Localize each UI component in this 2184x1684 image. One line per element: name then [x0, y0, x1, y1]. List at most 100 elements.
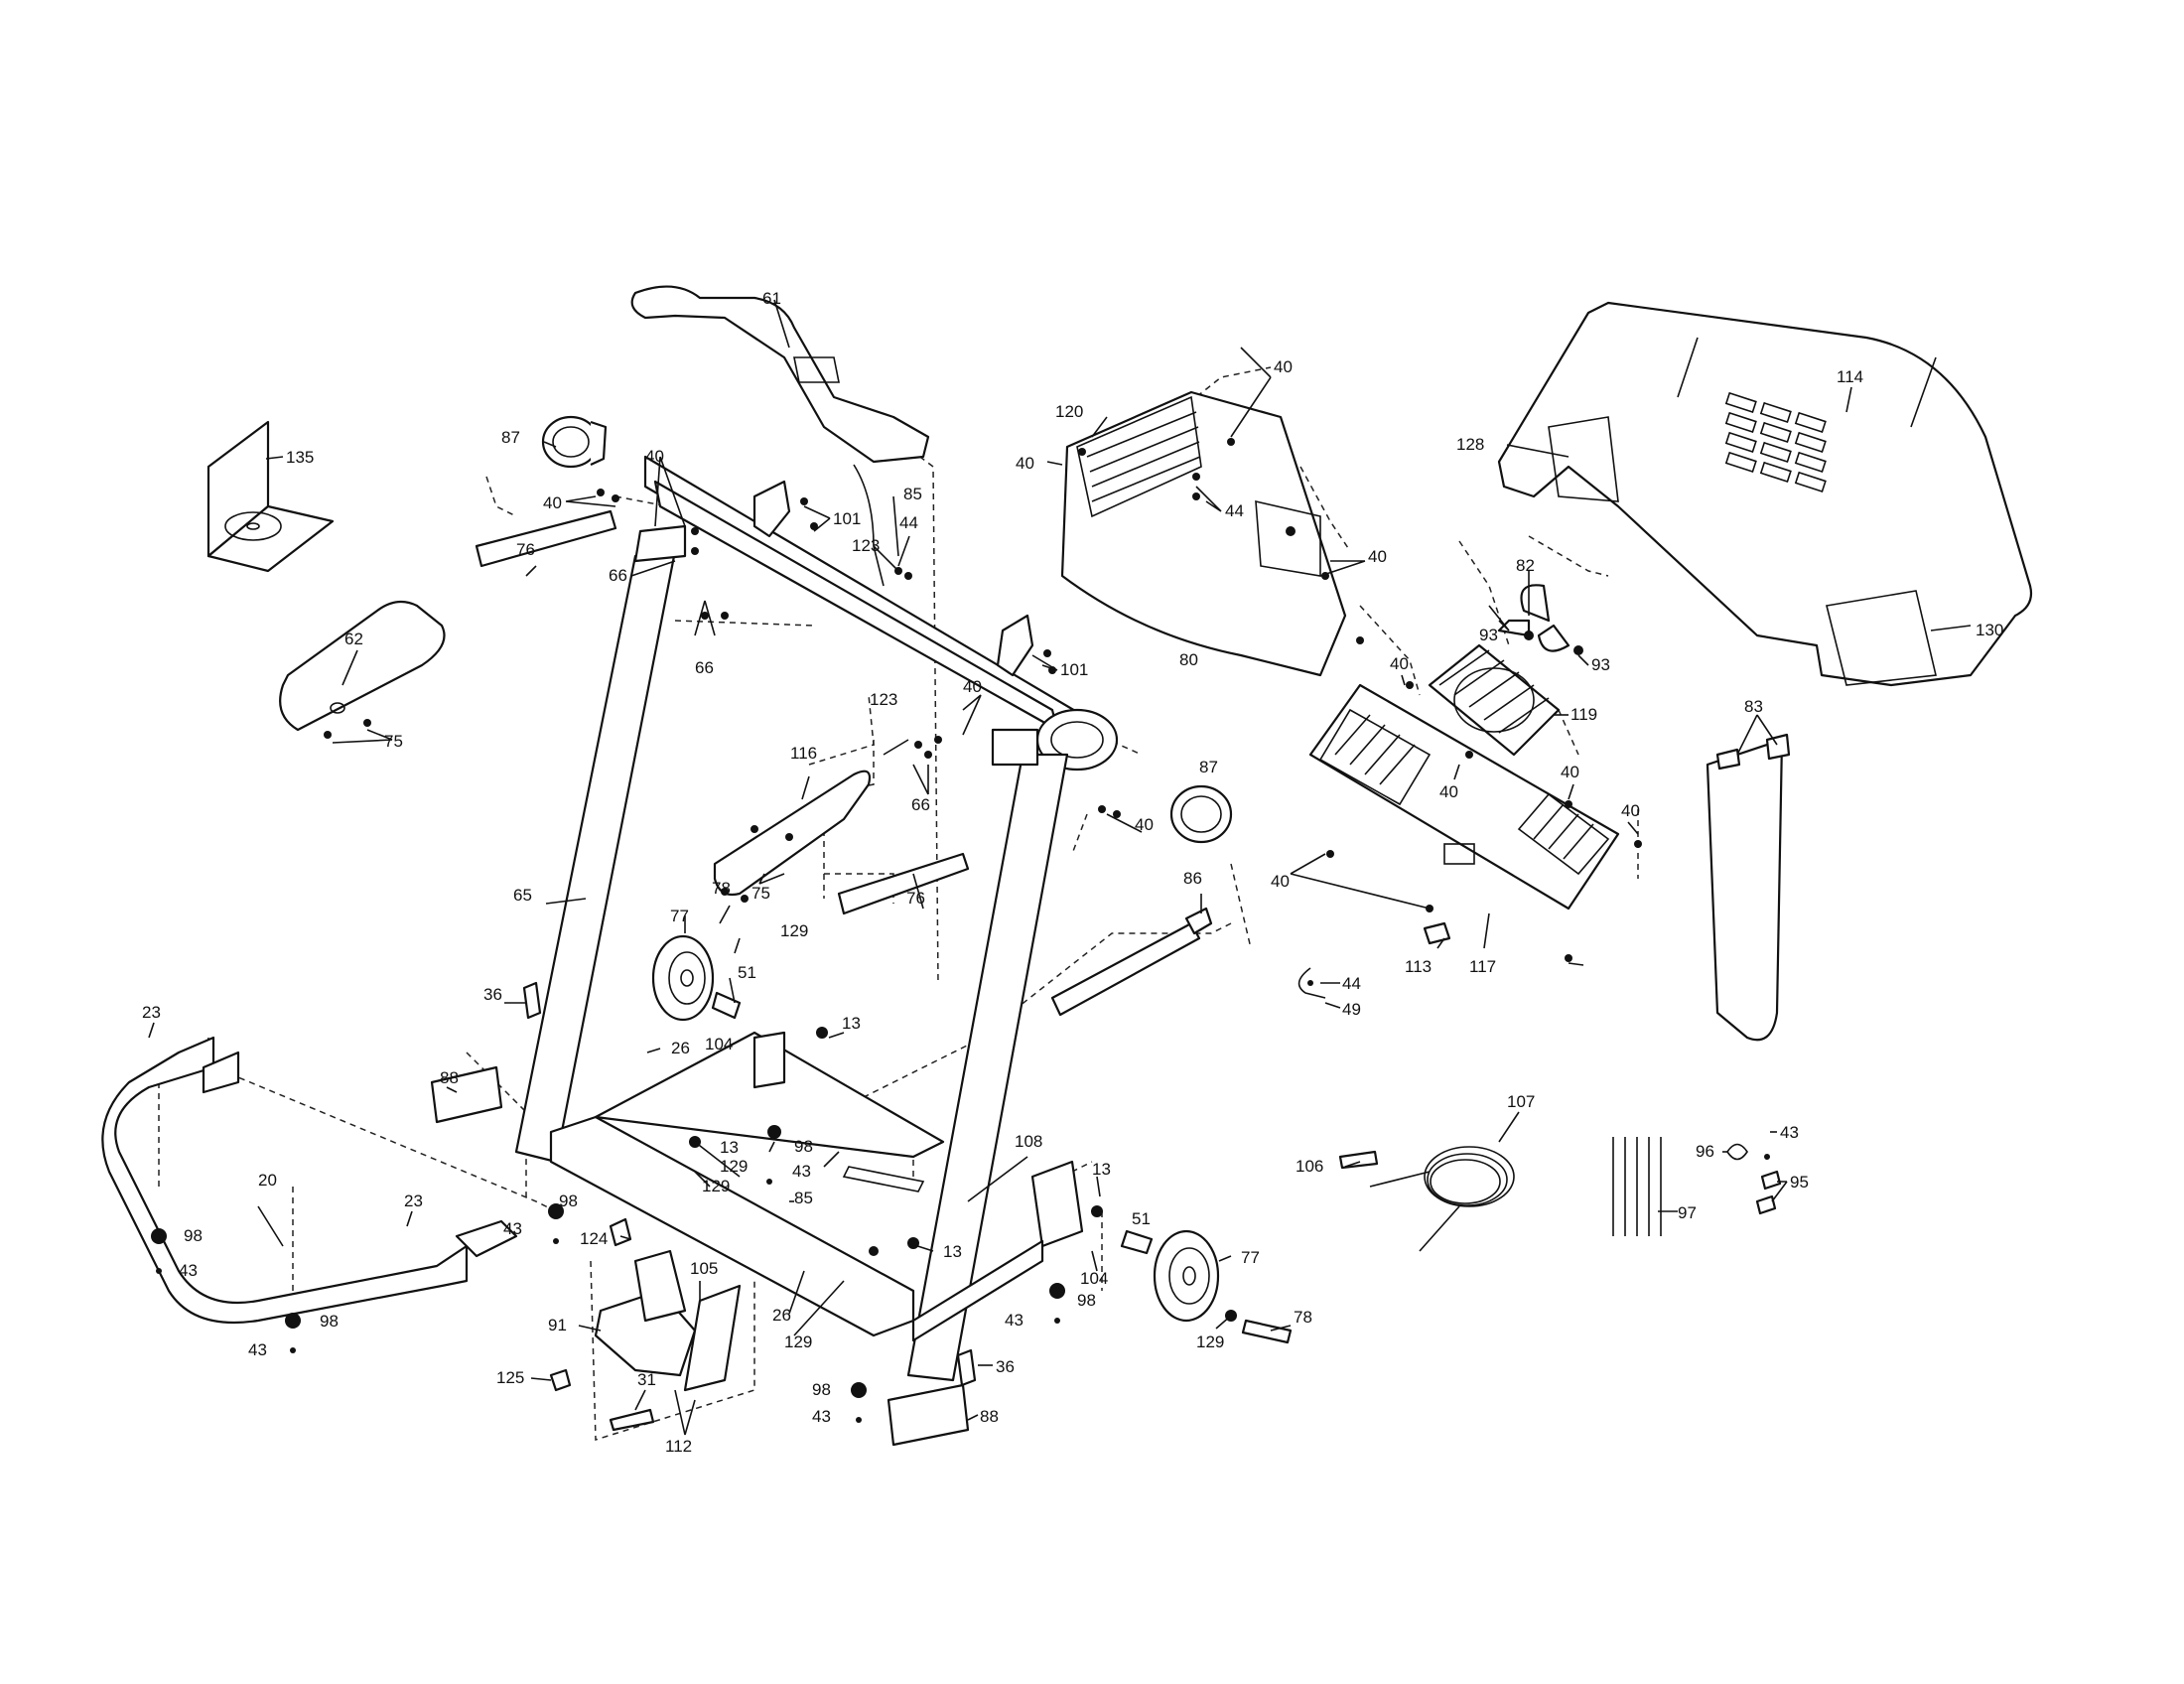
cable-ties	[1612, 1137, 1662, 1236]
motor	[594, 1249, 742, 1392]
callout-51: 51	[738, 963, 756, 982]
callout-104: 104	[705, 1035, 733, 1053]
callout-129: 129	[780, 921, 808, 940]
callout-113: 113	[1405, 957, 1432, 976]
callout-106: 106	[1296, 1157, 1323, 1176]
callout-44: 44	[899, 513, 918, 532]
handrail-bracket-left	[475, 509, 617, 568]
callout-117: 117	[1469, 957, 1496, 976]
callout-85: 85	[903, 485, 922, 503]
end-cap-upper	[541, 415, 608, 469]
callout-23: 23	[404, 1192, 423, 1210]
callout-120: 120	[1055, 402, 1083, 421]
callout-98: 98	[184, 1226, 203, 1245]
callout-98: 98	[559, 1192, 578, 1210]
callout-20: 20	[258, 1171, 277, 1190]
callout-43: 43	[792, 1162, 811, 1181]
handrail-bracket-right	[837, 852, 970, 915]
callout-40: 40	[1390, 654, 1409, 673]
callout-36: 36	[483, 985, 502, 1004]
belt	[1706, 738, 1784, 1042]
callout-13: 13	[1092, 1160, 1111, 1179]
callout-95: 95	[1790, 1173, 1809, 1192]
callout-44: 44	[1225, 501, 1244, 520]
callout-98: 98	[320, 1312, 339, 1331]
callout-51: 51	[1132, 1209, 1151, 1228]
fan-grille	[1428, 643, 1561, 757]
callout-78: 78	[712, 879, 731, 898]
wheel-left	[651, 934, 715, 1022]
callout-40: 40	[1016, 454, 1034, 473]
callout-125: 125	[496, 1368, 524, 1387]
callout-82: 82	[1516, 556, 1535, 575]
callout-123: 123	[852, 536, 880, 555]
foot-pad-right	[887, 1383, 970, 1447]
callout-129: 129	[720, 1157, 748, 1176]
handrail-right	[713, 770, 872, 897]
callout-108: 108	[1015, 1132, 1042, 1151]
callout-75: 75	[384, 732, 403, 751]
callout-112: 112	[665, 1437, 692, 1456]
callout-40: 40	[1135, 815, 1154, 834]
callout-129: 129	[1196, 1333, 1224, 1351]
callout-130: 130	[1976, 621, 2003, 639]
callout-86: 86	[1183, 869, 1202, 888]
callout-40: 40	[645, 447, 664, 466]
callout-26: 26	[772, 1306, 791, 1325]
callout-93: 93	[1479, 626, 1498, 644]
callout-101: 101	[833, 509, 861, 528]
wheel-right	[1153, 1229, 1220, 1323]
callout-91: 91	[548, 1316, 567, 1334]
callout-107: 107	[1507, 1092, 1535, 1111]
callout-66: 66	[609, 566, 627, 585]
base-frame	[101, 1036, 469, 1325]
wire-coil	[1369, 1146, 1515, 1252]
cd-manual	[206, 420, 335, 573]
callout-129: 129	[784, 1333, 812, 1351]
callout-66: 66	[911, 795, 930, 814]
callout-116: 116	[790, 744, 817, 763]
callout-43: 43	[179, 1261, 198, 1280]
callout-83: 83	[1744, 697, 1763, 716]
upright-cover	[630, 285, 930, 464]
callout-40: 40	[1439, 782, 1458, 801]
callout-66: 66	[695, 658, 714, 677]
callout-77: 77	[670, 907, 689, 925]
callout-97: 97	[1678, 1203, 1697, 1222]
callout-44: 44	[1342, 974, 1361, 993]
callout-129: 129	[702, 1177, 730, 1195]
callout-23: 23	[142, 1003, 161, 1022]
callout-76: 76	[906, 889, 925, 908]
callout-98: 98	[794, 1137, 813, 1156]
callout-13: 13	[720, 1138, 739, 1157]
callout-62: 62	[344, 630, 363, 648]
callout-40: 40	[543, 493, 562, 512]
foot-pad-left	[430, 1065, 503, 1124]
callout-98: 98	[812, 1380, 831, 1399]
callout-13: 13	[943, 1242, 962, 1261]
callout-77: 77	[1241, 1248, 1260, 1267]
callout-76: 76	[516, 540, 535, 559]
callout-40: 40	[1271, 872, 1290, 891]
callout-104: 104	[1080, 1269, 1108, 1288]
callout-40: 40	[1368, 547, 1387, 566]
callout-87: 87	[1199, 758, 1218, 776]
callout-labels: 135 87 40 40 76 66 66 62 75 61 101 85 12…	[142, 289, 2003, 1456]
callout-26: 26	[671, 1039, 690, 1057]
callout-119: 119	[1570, 705, 1597, 724]
callout-43: 43	[503, 1219, 522, 1238]
callout-96: 96	[1696, 1142, 1714, 1161]
callout-88: 88	[440, 1068, 459, 1087]
callout-87: 87	[501, 428, 520, 447]
callout-40: 40	[1274, 357, 1293, 376]
controller-board	[1308, 683, 1620, 911]
callout-124: 124	[580, 1229, 608, 1248]
callout-65: 65	[513, 886, 532, 905]
callout-80: 80	[1179, 650, 1198, 669]
fan	[1497, 584, 1570, 652]
gas-shock	[1050, 921, 1201, 1017]
handrail-left	[279, 600, 446, 732]
callout-13: 13	[842, 1014, 861, 1033]
callout-85: 85	[794, 1189, 813, 1207]
